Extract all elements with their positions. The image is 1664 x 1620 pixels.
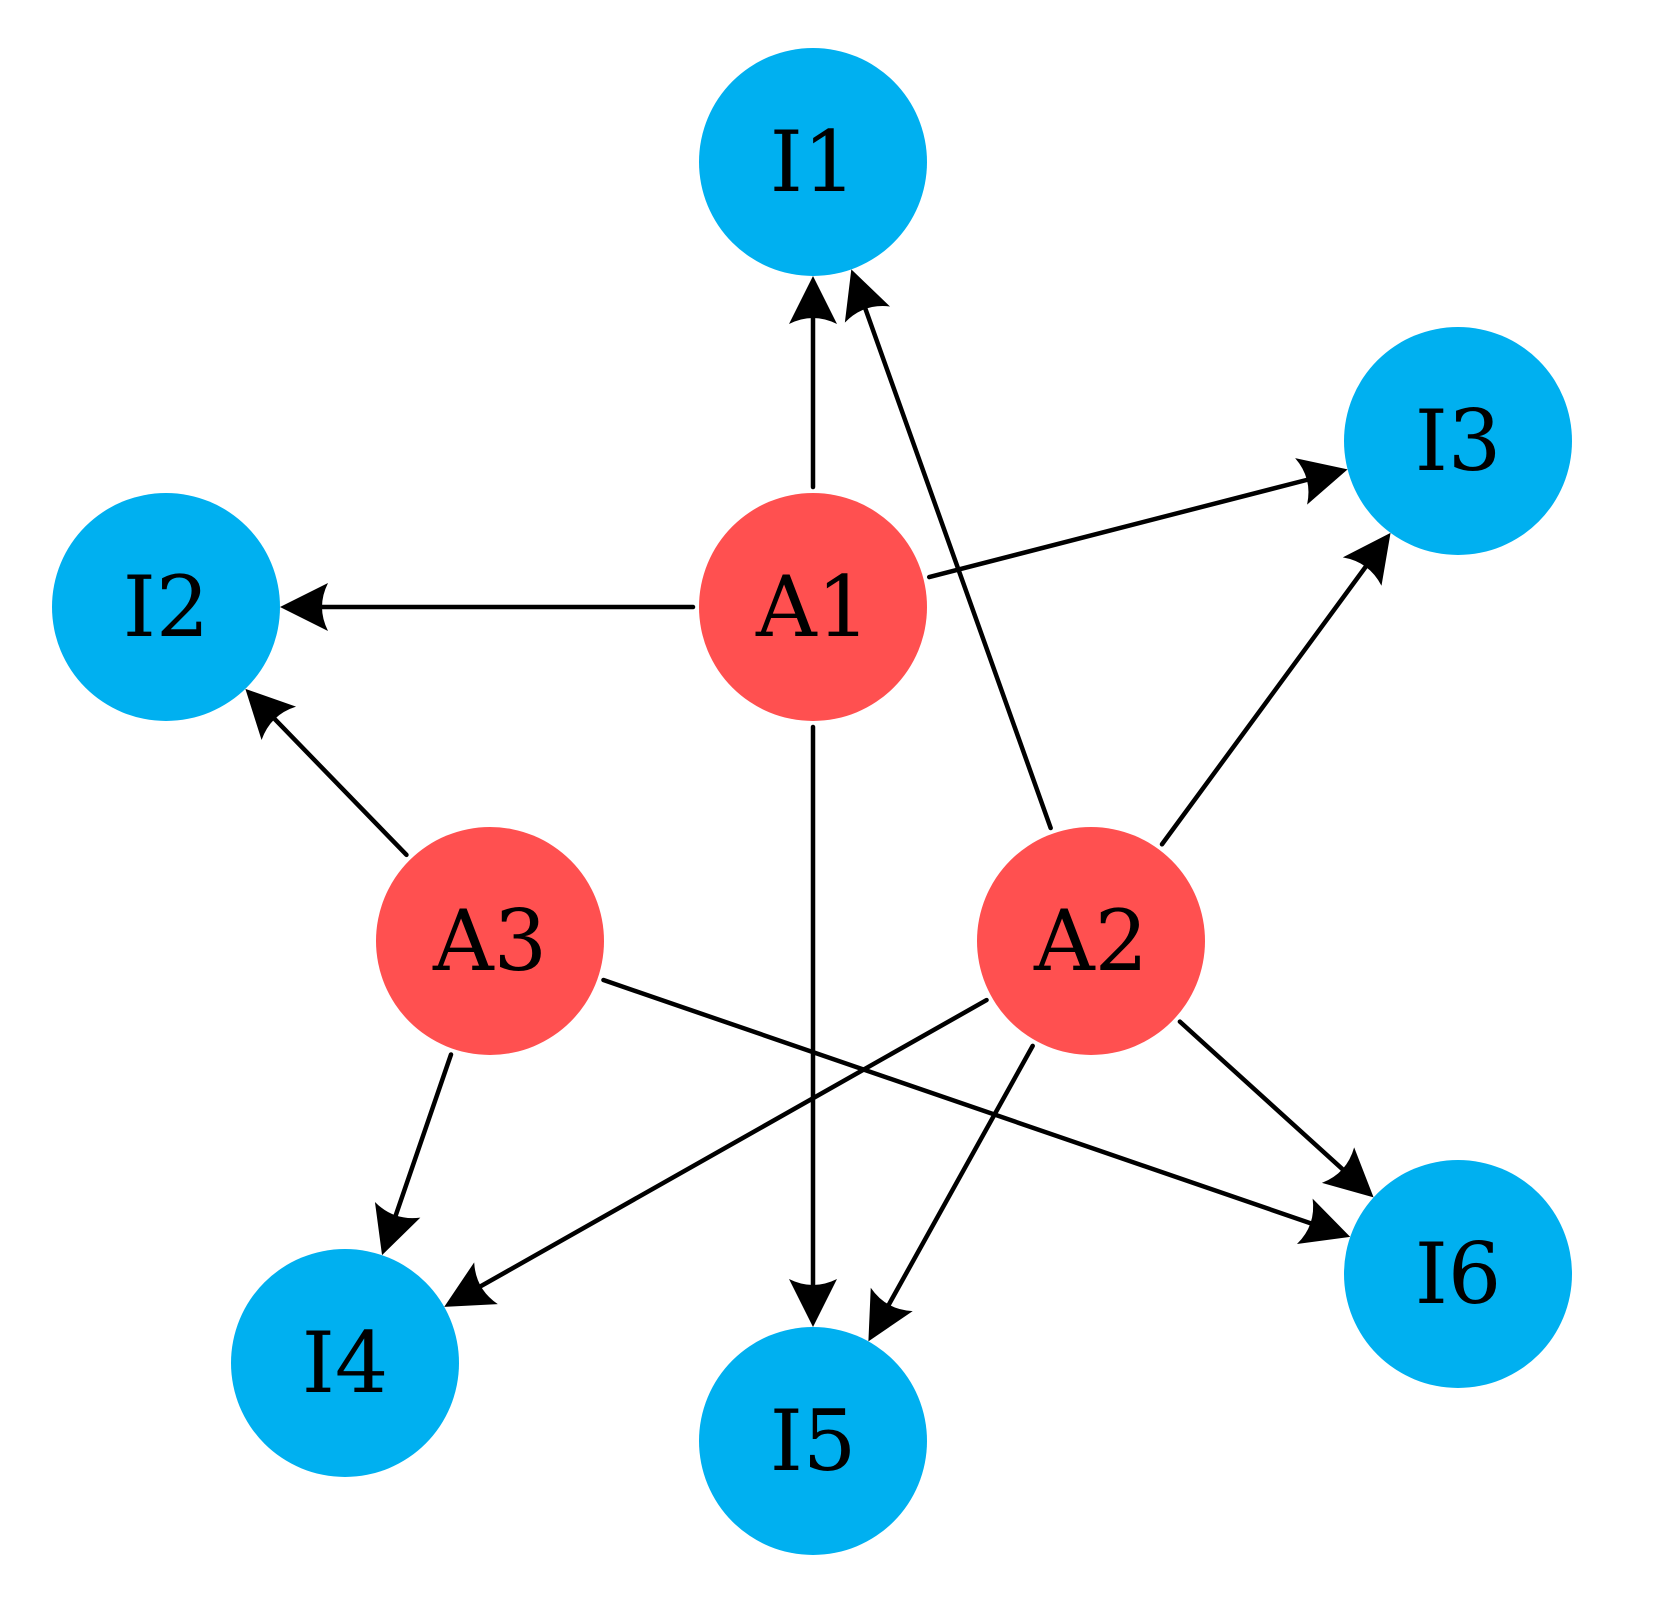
edge-line	[863, 306, 1053, 831]
edge-a2-to-i6	[1177, 1019, 1374, 1198]
arrowhead-icon	[789, 1279, 837, 1327]
node-i4: I4	[231, 1249, 459, 1477]
node-circle	[977, 827, 1205, 1055]
node-a1: A1	[699, 493, 927, 721]
node-circle	[52, 493, 280, 721]
node-circle	[699, 1327, 927, 1555]
edge-a3-to-i2	[245, 688, 409, 858]
node-circle	[376, 827, 604, 1055]
edge-line	[926, 477, 1310, 580]
arrowhead-icon	[374, 1201, 421, 1256]
arrowhead-icon	[789, 276, 837, 324]
arrowhead-icon	[245, 688, 297, 740]
arrowhead-icon	[444, 1262, 498, 1307]
edge-a1-to-i2	[280, 583, 696, 631]
node-label: A3	[432, 892, 547, 990]
node-circle	[1344, 1160, 1572, 1388]
node-label: I4	[302, 1314, 389, 1412]
node-circle	[699, 493, 927, 721]
edge-line	[1177, 1019, 1345, 1172]
arrowhead-icon	[280, 583, 328, 631]
node-i1: I1	[699, 48, 927, 276]
edge-a3-to-i4	[374, 1052, 454, 1256]
arrowhead-icon	[844, 269, 891, 323]
arrowhead-icon	[1297, 1198, 1351, 1244]
node-label: A2	[1033, 892, 1148, 990]
node-label: I3	[1415, 392, 1502, 490]
edge-line	[478, 997, 989, 1289]
node-label: I5	[770, 1392, 857, 1490]
arrowhead-icon	[1321, 1147, 1374, 1198]
edge-a1-to-i3	[926, 458, 1348, 580]
edge-line	[1159, 564, 1368, 847]
arrowhead-icon	[868, 1287, 913, 1342]
arrowhead-icon	[1342, 532, 1391, 586]
edge-a3-to-i6	[601, 977, 1351, 1244]
node-circle	[699, 48, 927, 276]
node-circle	[1344, 327, 1572, 555]
edge-a2-to-i4	[444, 997, 989, 1307]
edge-a2-to-i5	[868, 1043, 1035, 1342]
node-i2: I2	[52, 493, 280, 721]
arrowhead-icon	[1295, 458, 1348, 505]
edge-a2-to-i1	[844, 269, 1053, 831]
edge-line	[272, 716, 409, 858]
node-label: I6	[1415, 1225, 1502, 1323]
node-i3: I3	[1344, 327, 1572, 555]
node-a3: A3	[376, 827, 604, 1055]
node-i5: I5	[699, 1327, 927, 1555]
node-label: I1	[770, 113, 857, 211]
node-label: A1	[755, 558, 870, 656]
edges-layer	[245, 269, 1391, 1342]
edge-line	[886, 1043, 1035, 1307]
edge-line	[393, 1052, 454, 1218]
edge-line	[601, 977, 1313, 1226]
node-i6: I6	[1344, 1160, 1572, 1388]
edge-a2-to-i3	[1159, 532, 1391, 847]
edge-a1-to-i5	[789, 724, 837, 1327]
node-label: I2	[123, 558, 210, 656]
edge-a1-to-i1	[789, 276, 837, 490]
node-a2: A2	[977, 827, 1205, 1055]
node-circle	[231, 1249, 459, 1477]
